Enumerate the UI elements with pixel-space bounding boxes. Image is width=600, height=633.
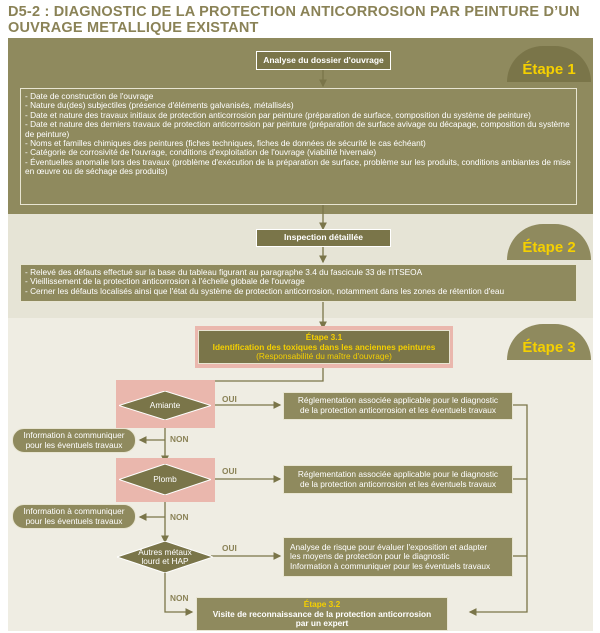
etape2-header-box: Inspection détaillée	[256, 229, 391, 247]
info-line2: pour les éventuels travaux	[25, 439, 123, 450]
info-line2: pour les éventuels travaux	[25, 515, 123, 526]
risk-line3: Information à communiquer pour les évent…	[290, 560, 491, 571]
step31-label: Étape 3.1	[305, 332, 343, 342]
autres-metaux-decision: Autres métaux lourd et HAP	[117, 541, 213, 573]
list-item: - Vieillissement de la protection antico…	[25, 276, 305, 287]
amiante-decision: Amiante	[119, 391, 211, 420]
autres-metaux-line2: lourd et HAP	[141, 556, 189, 566]
plomb-decision: Plomb	[119, 464, 211, 495]
step32-title: Visite de reconnaissance de la protectio…	[212, 608, 432, 619]
analyse-risque-box: Analyse de risque pour évaluer l'exposit…	[283, 537, 513, 577]
regl-line1: Réglementation associée applicable pour …	[297, 468, 499, 479]
risk-line1: Analyse de risque pour évaluer l'exposit…	[290, 541, 488, 552]
autres-metaux-line1: Autres métaux	[138, 546, 192, 557]
reglementation-box-plomb: Réglementation associée applicable pour …	[283, 465, 513, 494]
step31-subtitle: (Responsabilité du maître d'ouvrage)	[256, 351, 392, 361]
etape1-list-box: - Date de construction de l'ouvrage - Na…	[20, 88, 577, 205]
amiante-label: Amiante	[149, 399, 181, 410]
list-item: - Date et nature des derniers travaux de…	[25, 119, 570, 139]
etape2-tab: Étape 2	[507, 224, 591, 260]
autres-oui-label: OUI	[222, 543, 237, 553]
plomb-non-label: NON	[170, 512, 189, 522]
regl-line2: de la protection anticorrosion et les év…	[299, 405, 496, 415]
list-item: - Relevé des défauts effectué sur la bas…	[25, 267, 423, 277]
autres-metaux-label: Autres métaux lourd et HAP	[117, 541, 213, 573]
step32-label: Étape 3.2	[303, 599, 341, 609]
regl-line1: Réglementation associée applicable pour …	[297, 395, 499, 406]
info-line1: Information à communiquer	[23, 506, 125, 516]
autres-non-label: NON	[170, 593, 189, 603]
step32-box: Étape 3.2 Visite de reconnaissance de la…	[196, 597, 448, 631]
regl-line2: de la protection anticorrosion et les év…	[299, 478, 496, 489]
info-box-plomb: Information à communiquer pour les évent…	[12, 504, 136, 529]
info-box-amiante: Information à communiquer pour les évent…	[12, 428, 136, 453]
plomb-oui-label: OUI	[222, 466, 237, 476]
etape2-list-box: - Relevé des défauts effectué sur la bas…	[20, 264, 577, 302]
page-title: D5-2 : DIAGNOSTIC DE LA PROTECTION ANTIC…	[8, 4, 580, 36]
list-item: - Catégorie de corrosivité de l'ouvrage,…	[25, 147, 377, 158]
info-line1: Information à communiquer	[23, 430, 125, 440]
amiante-oui-label: OUI	[222, 394, 237, 404]
reglementation-box-amiante: Réglementation associée applicable pour …	[283, 392, 513, 420]
list-item: - Date et nature des travaux initiaux de…	[25, 109, 531, 120]
etape1-header-box: Analyse du dossier d'ouvrage	[256, 51, 391, 70]
step32-subtitle: par un expert	[295, 618, 349, 628]
step31-title: Identification des toxiques dans les anc…	[212, 341, 436, 352]
list-item: - Cerner les défauts localisés ainsi que…	[25, 285, 505, 296]
list-item: - Éventuelles anomalie lors des travaux …	[25, 156, 571, 177]
list-item: - Date de construction de l'ouvrage	[25, 91, 154, 101]
list-item: - Noms et familles chimiques des peintur…	[25, 138, 426, 149]
amiante-non-label: NON	[170, 434, 189, 444]
risk-line2: les moyens de protection pour le diagnos…	[290, 551, 450, 562]
list-item: - Nature du(des) subjectiles (présence d…	[25, 100, 294, 111]
plomb-label: Plomb	[153, 473, 177, 484]
step31-box: Étape 3.1 Identification des toxiques da…	[198, 330, 450, 364]
